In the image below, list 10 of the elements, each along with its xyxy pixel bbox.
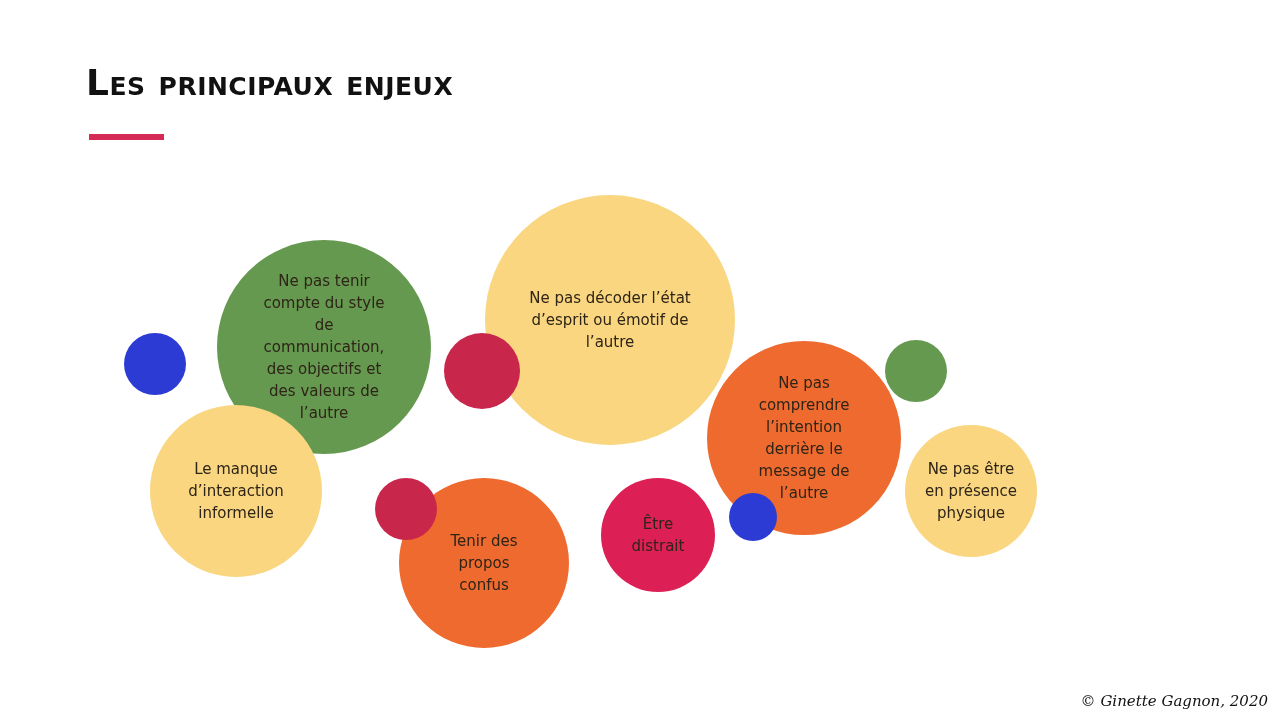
circle-text: Être distrait <box>630 513 686 557</box>
slide-title: Les principaux enjeux <box>86 62 454 103</box>
circle-text: Ne pas décoder l’état d’esprit ou émotif de l’autre <box>528 288 692 353</box>
circle-text: Ne pas être en présence physique <box>923 459 1019 524</box>
decorative-circle <box>729 493 777 541</box>
copyright-note: © Ginette Gagnon, 2020 <box>1080 692 1268 710</box>
circle-text: Le manque d’interaction informelle <box>187 459 285 524</box>
circle-text: Tenir des propos confus <box>449 531 519 596</box>
circle-text: Ne pas comprendre l’intention derrière le message de l’autre <box>757 373 851 504</box>
circle-text: Ne pas tenir compte du style de communication, des objectifs et des valeurs de l’autre <box>262 271 386 424</box>
